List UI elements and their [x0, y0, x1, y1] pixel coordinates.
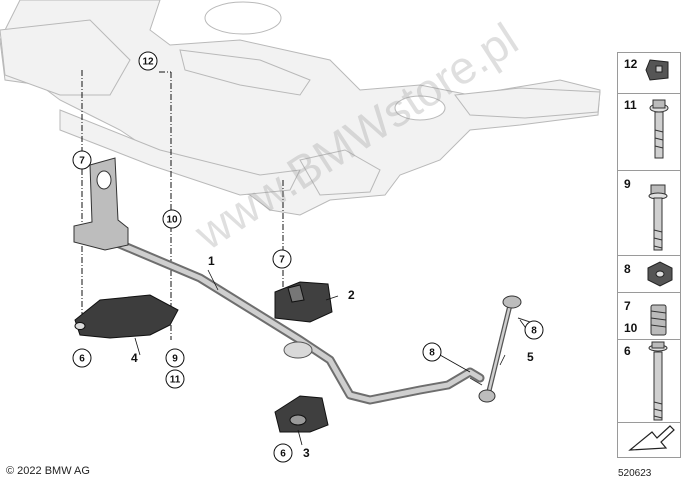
part-label-stabilizer: 1 [208, 254, 215, 268]
svg-text:6: 6 [280, 449, 286, 460]
callout-c7-left: 7 [72, 150, 92, 170]
legend-number: 7 [624, 299, 631, 313]
legend-cell-9: 9 [617, 170, 681, 256]
callout-c10-mid: 10 [162, 209, 182, 229]
legend-number: 12 [624, 57, 638, 71]
bracket-lower-3 [274, 395, 329, 433]
legend-cell-8: 8 [617, 255, 681, 293]
legend-number-secondary: 10 [624, 321, 638, 335]
svg-text:8: 8 [429, 348, 435, 359]
callout-c8-link-lower: 8 [422, 342, 442, 362]
part-label-bracket-left: 4 [131, 351, 138, 365]
callout-c6-left: 6 [72, 348, 92, 368]
bracket-left-4 [74, 294, 179, 339]
part-label-bracket-lower-right: 3 [303, 446, 310, 460]
left-bushing [73, 157, 129, 251]
legend-cell-6: 6 [617, 339, 681, 423]
legend-number: 8 [624, 262, 631, 276]
bracket-right-2 [274, 281, 333, 323]
front-axle-subframe [0, 0, 601, 216]
svg-text:7: 7 [79, 156, 85, 167]
callout-c12-top: 12 [138, 51, 158, 71]
stabilizer-bar [75, 227, 485, 405]
svg-text:7: 7 [279, 255, 285, 266]
callout-c6-right: 6 [273, 443, 293, 463]
diagram-number: 520623 [618, 468, 652, 479]
copyright: © 2022 BMW AG [6, 465, 90, 477]
svg-text:12: 12 [142, 57, 154, 68]
legend-cell-arrow [617, 422, 681, 458]
legend-number: 9 [624, 177, 631, 191]
part-label-bracket-right: 2 [348, 288, 355, 302]
svg-text:10: 10 [166, 215, 178, 226]
link-rod-5 [469, 295, 531, 403]
callout-c7-right: 7 [272, 249, 292, 269]
legend-cell-7-10: 7 10 [617, 292, 681, 340]
callout-c9-mid: 9 [165, 348, 185, 368]
legend-cell-11: 11 [617, 93, 681, 171]
legend-cell-12: 12 [617, 52, 681, 94]
svg-text:6: 6 [79, 354, 85, 365]
svg-text:11: 11 [170, 375, 181, 386]
part-label-link-rod: 5 [527, 350, 534, 364]
svg-text:9: 9 [172, 354, 178, 365]
callout-c11-mid: 11 [165, 369, 185, 389]
legend-number: 11 [624, 98, 637, 112]
callout-c8-link-upper: 8 [524, 320, 544, 340]
callout-leaders [134, 269, 529, 446]
svg-text:8: 8 [531, 326, 537, 337]
legend-number: 6 [624, 344, 631, 358]
